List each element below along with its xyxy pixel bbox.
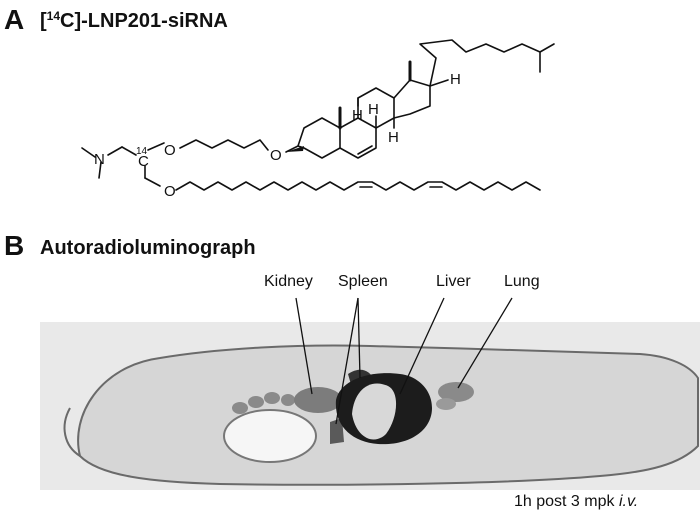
atom-nitrogen: N: [94, 151, 105, 168]
panel-a-title: [14C]-LNP201-siRNA: [40, 10, 228, 31]
atom-hydrogen-3: H: [388, 129, 399, 146]
spleen-region-lower: [330, 418, 344, 444]
intestine-loops: [232, 392, 295, 414]
atom-oxygen-3: O: [270, 147, 282, 164]
bladder-region: [223, 409, 317, 463]
stomach-region: [352, 383, 397, 440]
caption-main: 1h post 3 mpk: [514, 493, 619, 510]
chemical-structure: N 14 C O O O H H H H: [81, 39, 555, 200]
panel-a-letter: A: [4, 4, 25, 35]
organ-label-kidney: Kidney: [264, 273, 313, 290]
panel-b-title: Autoradioluminograph: [40, 237, 256, 259]
panel-a-title-suffix: C]-LNP201-siRNA: [60, 10, 228, 32]
organ-label-liver: Liver: [436, 273, 471, 290]
atom-oxygen-1: O: [164, 142, 176, 159]
atom-hydrogen-4: H: [450, 71, 461, 88]
atom-hydrogen-2: H: [368, 101, 379, 118]
organ-label-lung: Lung: [504, 273, 540, 290]
atom-carbon14-superscript: 14: [136, 146, 148, 157]
autoradiograph-image: [40, 297, 700, 490]
figure-caption: 1h post 3 mpk i.v.: [514, 494, 638, 510]
panel-a-title-isotope: 14: [46, 9, 61, 23]
organ-label-spleen: Spleen: [338, 273, 388, 290]
atom-carbon: C: [138, 153, 149, 170]
organ-leader-lines: [295, 297, 513, 425]
panel-b-letter: B: [4, 230, 25, 261]
caption-route: i.v.: [618, 493, 639, 510]
lung-region: [438, 382, 474, 402]
lung-region-lower: [436, 398, 456, 410]
atom-hydrogen-1: H: [352, 107, 363, 124]
atom-oxygen-2: O: [164, 183, 176, 200]
kidney-region: [294, 387, 342, 413]
panel-a-title-prefix: [: [40, 10, 47, 32]
